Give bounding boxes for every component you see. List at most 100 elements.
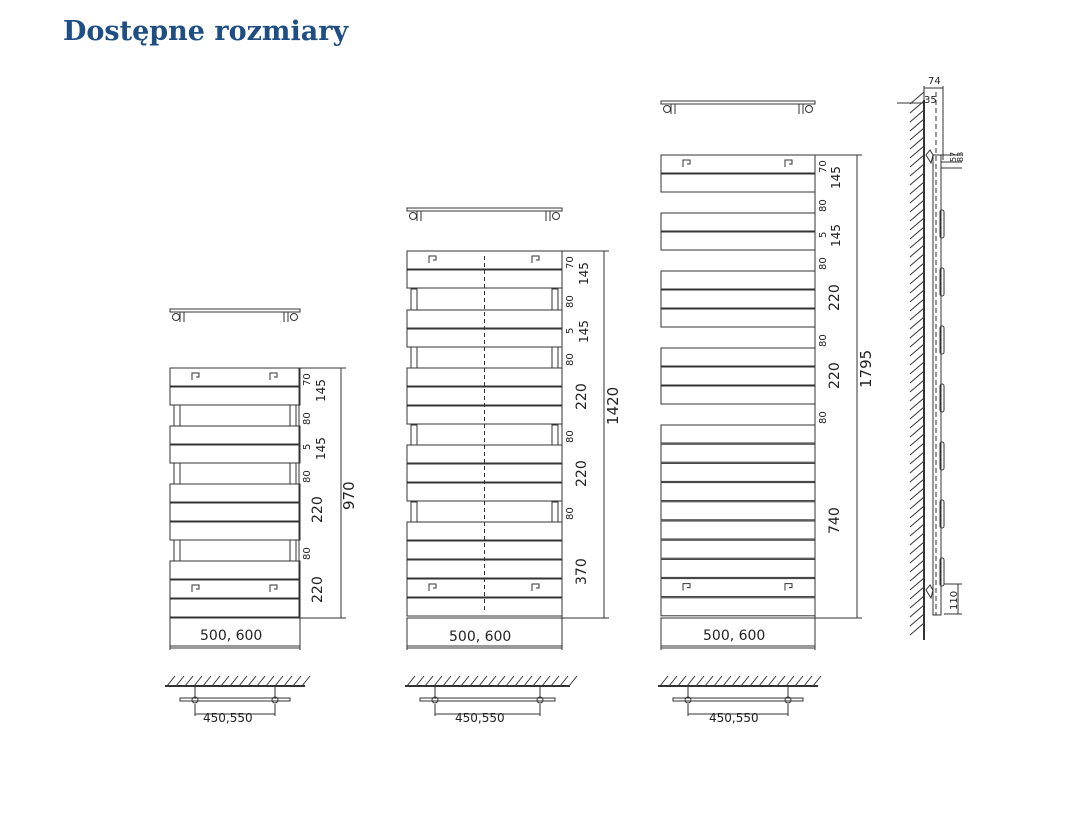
hatch-line <box>442 675 452 687</box>
valve-icon <box>552 212 560 220</box>
hatch-line <box>909 613 925 627</box>
support-post <box>289 462 297 485</box>
plan-bar <box>179 697 291 702</box>
panel <box>169 560 301 580</box>
dim-label: 370 <box>574 558 590 585</box>
support-post <box>410 346 418 369</box>
hatch-line <box>722 675 732 687</box>
panel <box>169 367 301 387</box>
hatch-line <box>909 154 925 168</box>
dim-label: 80 <box>818 257 829 270</box>
logo-icon <box>428 583 437 591</box>
dim-label: 80 <box>302 547 313 560</box>
hatch-line <box>256 675 266 687</box>
hatch-line <box>909 127 925 141</box>
panel <box>660 289 816 309</box>
side-panel-profile <box>932 154 942 616</box>
hatch-line <box>909 253 925 267</box>
panel <box>660 424 816 444</box>
hatch-line <box>794 675 804 687</box>
base-box <box>406 617 563 647</box>
hatch-line <box>909 586 925 600</box>
hatch-line <box>909 559 925 573</box>
hatch-line <box>909 136 925 150</box>
offset-label: 35 <box>924 95 937 106</box>
panel <box>169 444 301 464</box>
support-post <box>173 539 181 562</box>
hatch-line <box>909 280 925 294</box>
hatch-line <box>909 109 925 123</box>
base-box <box>169 617 301 647</box>
radiator-1795-labels: 70 145 80 5 145 80 220 80 220 80 740 179… <box>703 160 875 725</box>
dim-label: 80 <box>565 295 576 308</box>
hatch-line <box>909 523 925 537</box>
logo-icon <box>682 583 691 591</box>
hatch-line <box>238 675 248 687</box>
dim-label: 145 <box>829 166 843 189</box>
dim-label: 80 <box>818 199 829 212</box>
hatch-line <box>909 460 925 474</box>
hatch-line <box>909 505 925 519</box>
hatch-line <box>478 675 488 687</box>
depth-label: 74 <box>928 76 941 87</box>
mount-label: 450,550 <box>203 711 253 725</box>
dim-label: 220 <box>310 576 326 603</box>
panel-edge <box>939 557 945 587</box>
panel-edge <box>939 325 945 355</box>
hatch-line <box>909 172 925 186</box>
hatch-line <box>301 675 311 687</box>
hatch-line <box>202 675 212 687</box>
panel-edge <box>939 499 945 529</box>
valve-icon <box>271 696 279 704</box>
dim-label: 145 <box>577 320 591 343</box>
hatch-line <box>909 145 925 159</box>
hatch-line <box>559 675 569 687</box>
hatch-line <box>740 675 750 687</box>
hatch-line <box>909 550 925 564</box>
valve-icon <box>191 696 199 704</box>
panel <box>406 328 563 348</box>
panel <box>169 579 301 599</box>
hatch-line <box>909 577 925 591</box>
hatch-line <box>909 316 925 330</box>
hatch-line <box>469 675 479 687</box>
width-label: 500, 600 <box>200 628 262 644</box>
dim-label: 220 <box>310 496 326 523</box>
dim-label: 80 <box>565 507 576 520</box>
dim-label: 145 <box>829 224 843 247</box>
mount-label: 450,550 <box>455 711 505 725</box>
hatch-line <box>909 496 925 510</box>
plan-bar <box>672 697 804 702</box>
support-post <box>551 424 559 446</box>
hatch-line <box>677 675 687 687</box>
radiator-1420-labels: 70 145 80 5 145 80 220 80 220 80 370 142… <box>449 256 622 725</box>
hatch-line <box>909 406 925 420</box>
valve-icon <box>409 212 417 220</box>
valve-icon <box>684 696 692 704</box>
hatch-line <box>184 675 194 687</box>
hatch-line <box>568 675 578 687</box>
hatch-line <box>909 469 925 483</box>
dim-label: 70 <box>565 256 576 269</box>
support-post <box>410 501 418 523</box>
panel-edge <box>939 267 945 297</box>
valve-icon <box>172 313 180 321</box>
hatch-line <box>909 370 925 384</box>
panel <box>406 405 563 425</box>
hatch-line <box>487 675 497 687</box>
top-view-bar <box>660 100 816 105</box>
hatch-line <box>505 675 515 687</box>
panel <box>169 425 301 445</box>
panel-edge <box>939 441 945 471</box>
valve-icon <box>663 105 671 113</box>
dim-label: 80 <box>818 411 829 424</box>
panel <box>660 385 816 405</box>
panel-edge <box>939 209 945 239</box>
hatch-line <box>812 675 822 687</box>
dim-label: 220 <box>827 362 843 389</box>
dim-label: 220 <box>827 284 843 311</box>
top-view-bar <box>406 207 563 212</box>
dim-label: 80 <box>565 430 576 443</box>
dim-label: 80 <box>818 334 829 347</box>
panel <box>660 173 816 193</box>
